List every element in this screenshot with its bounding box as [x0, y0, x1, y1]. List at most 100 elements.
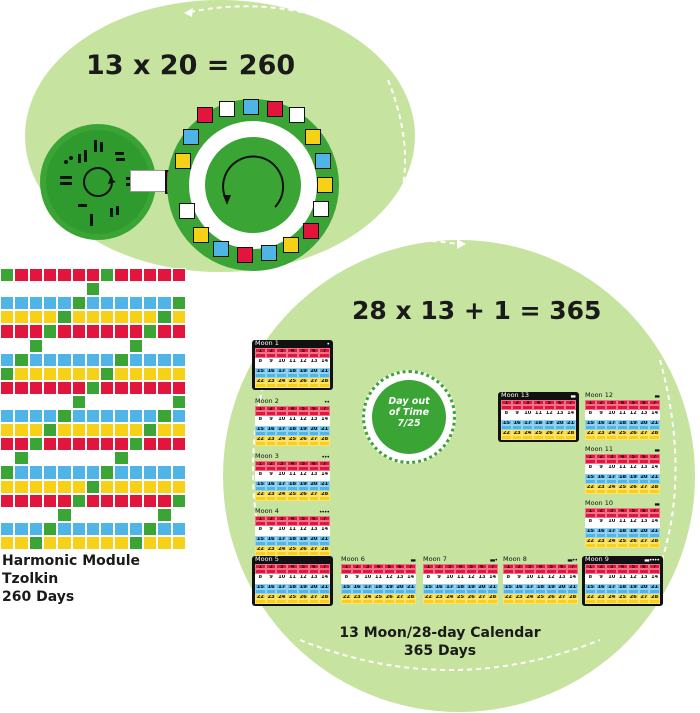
moon-day-cell	[556, 589, 568, 594]
moon-day-cell: 15	[501, 420, 512, 425]
moon-day-cell	[543, 415, 555, 420]
moon-day-cell: 10	[524, 574, 536, 579]
moon-day-cell: 2	[513, 564, 525, 569]
moon-day-cell	[522, 415, 534, 420]
tzolkin-cell	[171, 507, 186, 522]
moon-day-cell: 6	[638, 400, 650, 405]
moon-day-cell: 13	[638, 518, 650, 523]
moon-day-cell: 4	[287, 564, 298, 569]
moon-day-cell: 15	[255, 426, 266, 431]
moon-day-cell: 20	[476, 584, 488, 589]
tzolkin-cell	[28, 324, 43, 339]
moon-day-cell	[276, 531, 288, 536]
tzolkin-cell	[143, 465, 158, 480]
tzolkin-cell	[71, 366, 86, 381]
moon-day-cell	[255, 599, 266, 604]
moon-day-cell	[617, 523, 628, 528]
moon-day-cell	[649, 459, 660, 464]
moon-day-cell: 18	[535, 584, 546, 589]
tzolkin-cell	[143, 310, 158, 325]
tzolkin-cell	[128, 324, 144, 339]
tzolkin-cell	[71, 493, 86, 508]
moon-day-cell	[287, 486, 298, 491]
moon-day-cell: 11	[617, 574, 628, 579]
tzolkin-cell	[71, 479, 86, 494]
moon-day-cell: 25	[617, 538, 628, 543]
tzolkin-cell	[71, 394, 86, 409]
moon-day-cell: 28	[649, 538, 660, 543]
moon-day-cell	[255, 486, 266, 491]
tzolkin-cell	[128, 507, 144, 522]
moon-day-cell: 13	[638, 574, 650, 579]
tzolkin-cell	[114, 437, 129, 452]
tzolkin-cell	[14, 465, 29, 480]
moon-day-cell: 3	[276, 516, 288, 521]
moon-day-cell: 27	[308, 546, 320, 551]
moon-day-cell: 26	[297, 378, 309, 383]
moon-day-cell	[276, 466, 288, 471]
tzolkin-cell	[57, 324, 72, 339]
tzolkin-cell	[157, 423, 172, 438]
moon-day-cell: 9	[511, 410, 523, 415]
tzolkin-cell	[28, 535, 43, 550]
tzolkin-cell	[128, 352, 144, 367]
moon-day-cell: 26	[543, 430, 555, 435]
moon-day-cell	[383, 599, 395, 604]
moon-day-cell	[638, 523, 650, 528]
moon-day-cell: 18	[617, 474, 628, 479]
tzolkin-cell	[71, 409, 86, 424]
moon-day-cell	[567, 599, 578, 604]
moon-day-cell: 11	[287, 574, 298, 579]
tzolkin-cell	[143, 437, 158, 452]
moon-day-cell	[606, 479, 618, 484]
moon-day-cell	[276, 421, 288, 426]
moon-day-cell	[319, 531, 330, 536]
moon-day-cell	[535, 589, 546, 594]
tzolkin-cell	[28, 465, 43, 480]
moon-day-cell	[287, 579, 298, 584]
moon-day-cell: 1	[501, 400, 512, 405]
moon-day-cell: 19	[465, 584, 477, 589]
moon-day-cell	[545, 589, 557, 594]
moon-day-cell	[585, 533, 596, 538]
moon-day-cell	[585, 469, 596, 474]
moon-day-cell: 21	[565, 420, 576, 425]
moon-day-cell: 17	[606, 474, 618, 479]
tzolkin-cell	[128, 423, 144, 438]
moon-day-cell: 22	[585, 430, 596, 435]
tzolkin-cell	[100, 352, 115, 367]
moon-day-cell: 11	[287, 471, 298, 476]
moon-day-cell: 18	[617, 420, 628, 425]
moon-day-cell: 19	[545, 584, 557, 589]
moon-day-cell: 7	[565, 400, 576, 405]
moon-day-cell	[287, 363, 298, 368]
moon-day-cell: 27	[308, 594, 320, 599]
moon-day-cell	[351, 599, 363, 604]
moon-day-cell: 26	[627, 430, 639, 435]
moon-day-cell: 12	[543, 410, 555, 415]
moon-day-cell: 11	[287, 526, 298, 531]
moon-day-cell: 1	[423, 564, 434, 569]
moon-day-cell	[265, 363, 277, 368]
moon-day-cell	[649, 533, 660, 538]
moon-day-cell	[649, 579, 660, 584]
moon-day-cell: 5	[297, 348, 309, 353]
moon-mark: ▬••	[567, 557, 578, 564]
moon-day-cell	[308, 441, 320, 446]
tzolkin-cell	[114, 465, 129, 480]
tzolkin-cell	[14, 507, 29, 522]
moon-day-cell	[405, 579, 416, 584]
moon-label: Moon 6	[341, 555, 365, 563]
tzolkin-grid	[0, 268, 186, 550]
tzolkin-cell	[0, 507, 15, 522]
moon-label: Moon 2	[255, 397, 279, 405]
moon-day-cell	[617, 459, 628, 464]
moon-day-cell: 22	[503, 594, 514, 599]
moon-day-cell: 5	[627, 508, 639, 513]
tzolkin-cell	[71, 310, 86, 325]
moon-day-cell: 22	[585, 594, 596, 599]
moon-day-cell	[297, 441, 309, 446]
